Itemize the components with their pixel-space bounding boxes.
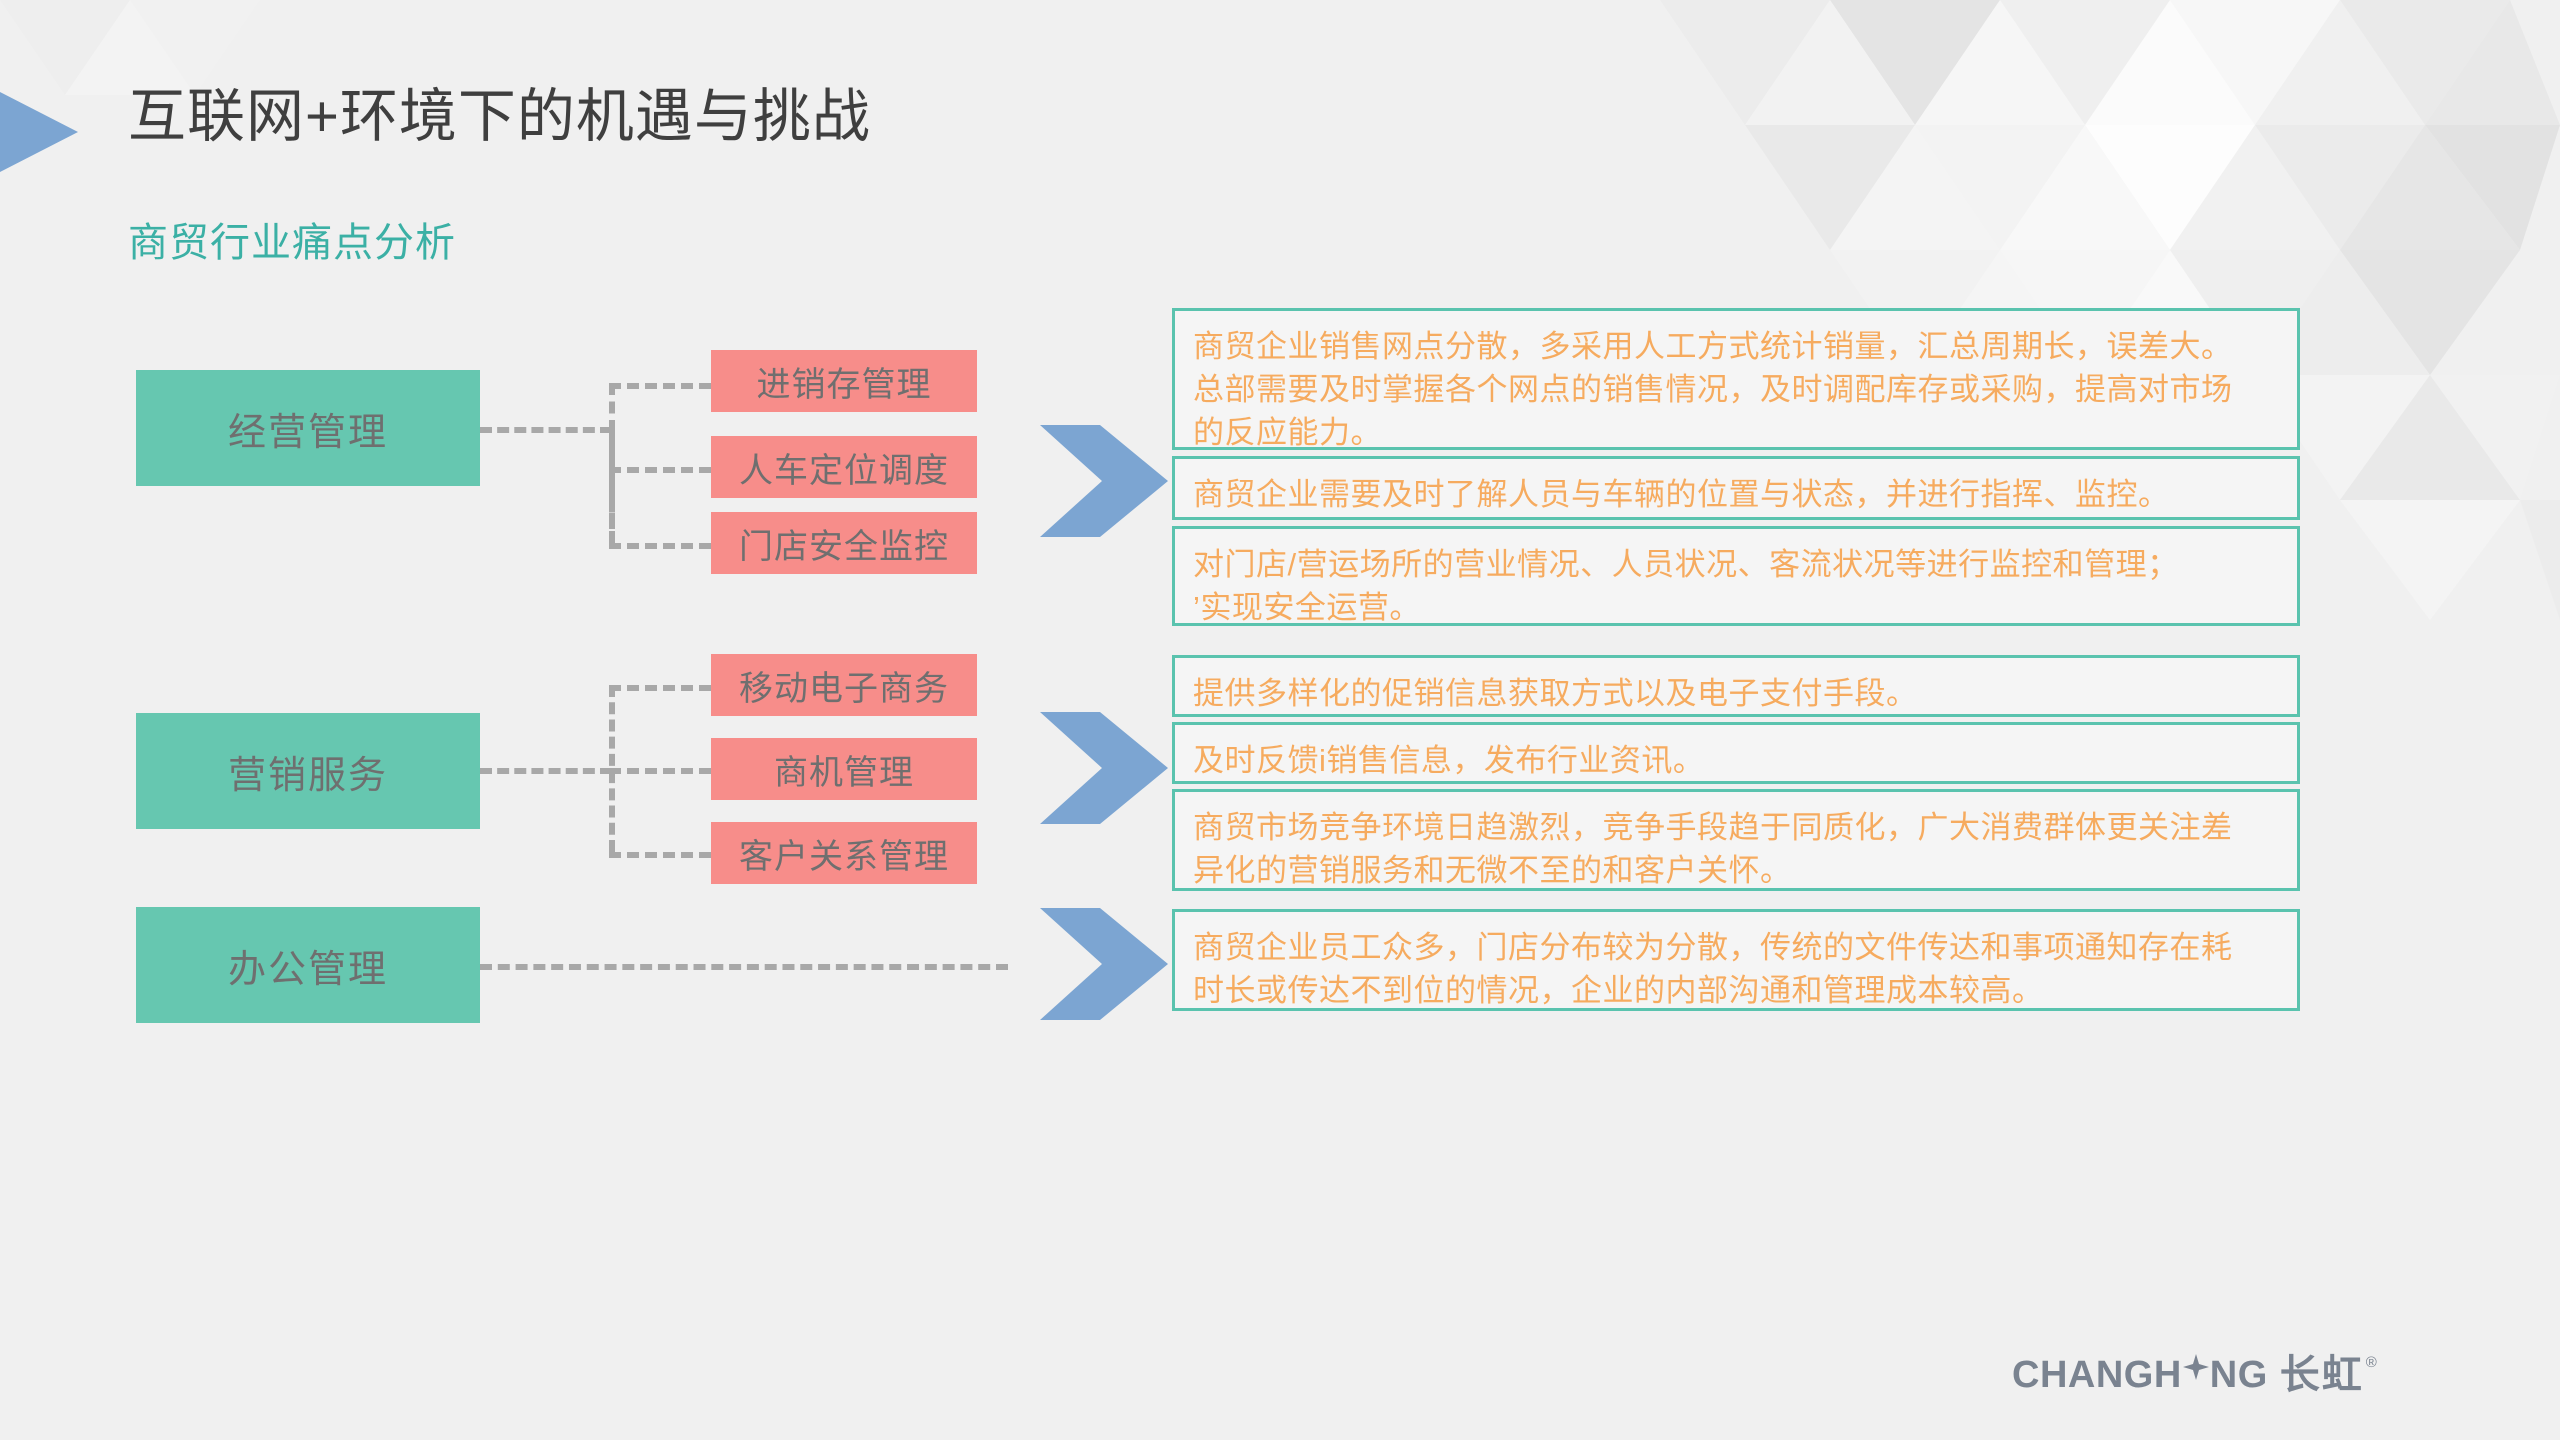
panel-1-3: 对门店/营运场所的营业情况、人员状况、客流状况等进行监控和管理； ’实现安全运营… (1172, 526, 2300, 626)
category-box-1[interactable]: 经营管理 (136, 370, 480, 486)
panel-2-3-line-2: 异化的营销服务和无微不至的和客户关怀。 (1193, 853, 1792, 888)
panel-1-1-line-1: 商贸企业销售网点分散，多采用人工方式统计销量，汇总周期长，误差大。 (1193, 329, 2233, 364)
category-box-3[interactable]: 办公管理 (136, 907, 480, 1023)
connector-trunk-3 (480, 964, 1008, 970)
connector-spine-1c (609, 467, 615, 545)
logo-registered-mark: ® (2365, 1354, 2377, 1371)
connector-branch-1-1 (609, 383, 711, 389)
panel-1-2: 商贸企业需要及时了解人员与车辆的位置与状态，并进行指挥、监控。 (1172, 456, 2300, 520)
panel-2-1: 提供多样化的促销信息获取方式以及电子支付手段。 (1172, 655, 2300, 717)
logo-text-cn: 长虹 (2279, 1353, 2364, 1397)
connector-trunk-1 (480, 427, 612, 433)
logo-text-en: CHANGH (2012, 1354, 2182, 1396)
connector-branch-1-2 (609, 467, 711, 473)
panel-1-2-line-1: 商贸企业需要及时了解人员与车辆的位置与状态，并进行指挥、监控。 (1193, 477, 2170, 512)
chevron-right-icon-group-3 (1040, 908, 1168, 1020)
chevron-right-icon-group-1 (1040, 425, 1168, 537)
changhong-logo: CHANGH NG 长虹 ® (2012, 1354, 2377, 1396)
panel-3-1: 商贸企业员工众多，门店分布较为分散，传统的文件传达和事项通知存在耗 时长或传达不… (1172, 909, 2300, 1011)
connector-trunk-2 (480, 768, 612, 774)
diamond-star-icon (2182, 1354, 2209, 1380)
connector-branch-2-2 (609, 768, 711, 774)
panel-2-3: 商贸市场竞争环境日趋激烈，竞争手段趋于同质化，广大消费群体更关注差 异化的营销服… (1172, 789, 2300, 891)
sub-box-2-3[interactable]: 客户关系管理 (711, 822, 977, 884)
panel-3-1-line-2: 时长或传达不到位的情况，企业的内部沟通和管理成本较高。 (1193, 973, 2044, 1008)
panel-1-1-line-2: 总部需要及时掌握各个网点的销售情况，及时调配库存或采购，提高对市场 (1193, 372, 2233, 407)
sub-box-1-3[interactable]: 门店安全监控 (711, 512, 977, 574)
category-box-2[interactable]: 营销服务 (136, 713, 480, 829)
connector-branch-2-3 (609, 852, 711, 858)
chevron-right-icon-group-2 (1040, 712, 1168, 824)
sub-box-1-2[interactable]: 人车定位调度 (711, 436, 977, 498)
sub-box-1-1[interactable]: 进销存管理 (711, 350, 977, 412)
panel-1-1: 商贸企业销售网点分散，多采用人工方式统计销量，汇总周期长，误差大。 总部需要及时… (1172, 308, 2300, 450)
title-accent-triangle-icon (0, 92, 78, 172)
connector-branch-1-3 (609, 543, 711, 549)
panel-1-3-line-2: ’实现安全运营。 (1193, 590, 1421, 625)
panel-2-2: 及时反馈i销售信息，发布行业资讯。 (1172, 722, 2300, 784)
panel-2-1-line-1: 提供多样化的促销信息获取方式以及电子支付手段。 (1193, 676, 1918, 711)
panel-1-3-line-1: 对门店/营运场所的营业情况、人员状况、客流状况等进行监控和管理； (1193, 547, 2179, 582)
page-subtitle: 商贸行业痛点分析 (128, 221, 456, 265)
logo-text-en-2: NG (2209, 1354, 2268, 1396)
panel-1-1-line-3: 的反应能力。 (1193, 415, 1382, 450)
sub-box-2-2[interactable]: 商机管理 (711, 738, 977, 800)
connector-branch-2-1 (609, 685, 711, 691)
sub-box-2-1[interactable]: 移动电子商务 (711, 654, 977, 716)
panel-3-1-line-1: 商贸企业员工众多，门店分布较为分散，传统的文件传达和事项通知存在耗 (1193, 930, 2233, 965)
panel-2-2-line-1: 及时反馈i销售信息，发布行业资讯。 (1193, 743, 1705, 778)
panel-2-3-line-1: 商贸市场竞争环境日趋激烈，竞争手段趋于同质化，广大消费群体更关注差 (1193, 810, 2233, 845)
page-title: 互联网+环境下的机遇与挑战 (128, 84, 871, 149)
